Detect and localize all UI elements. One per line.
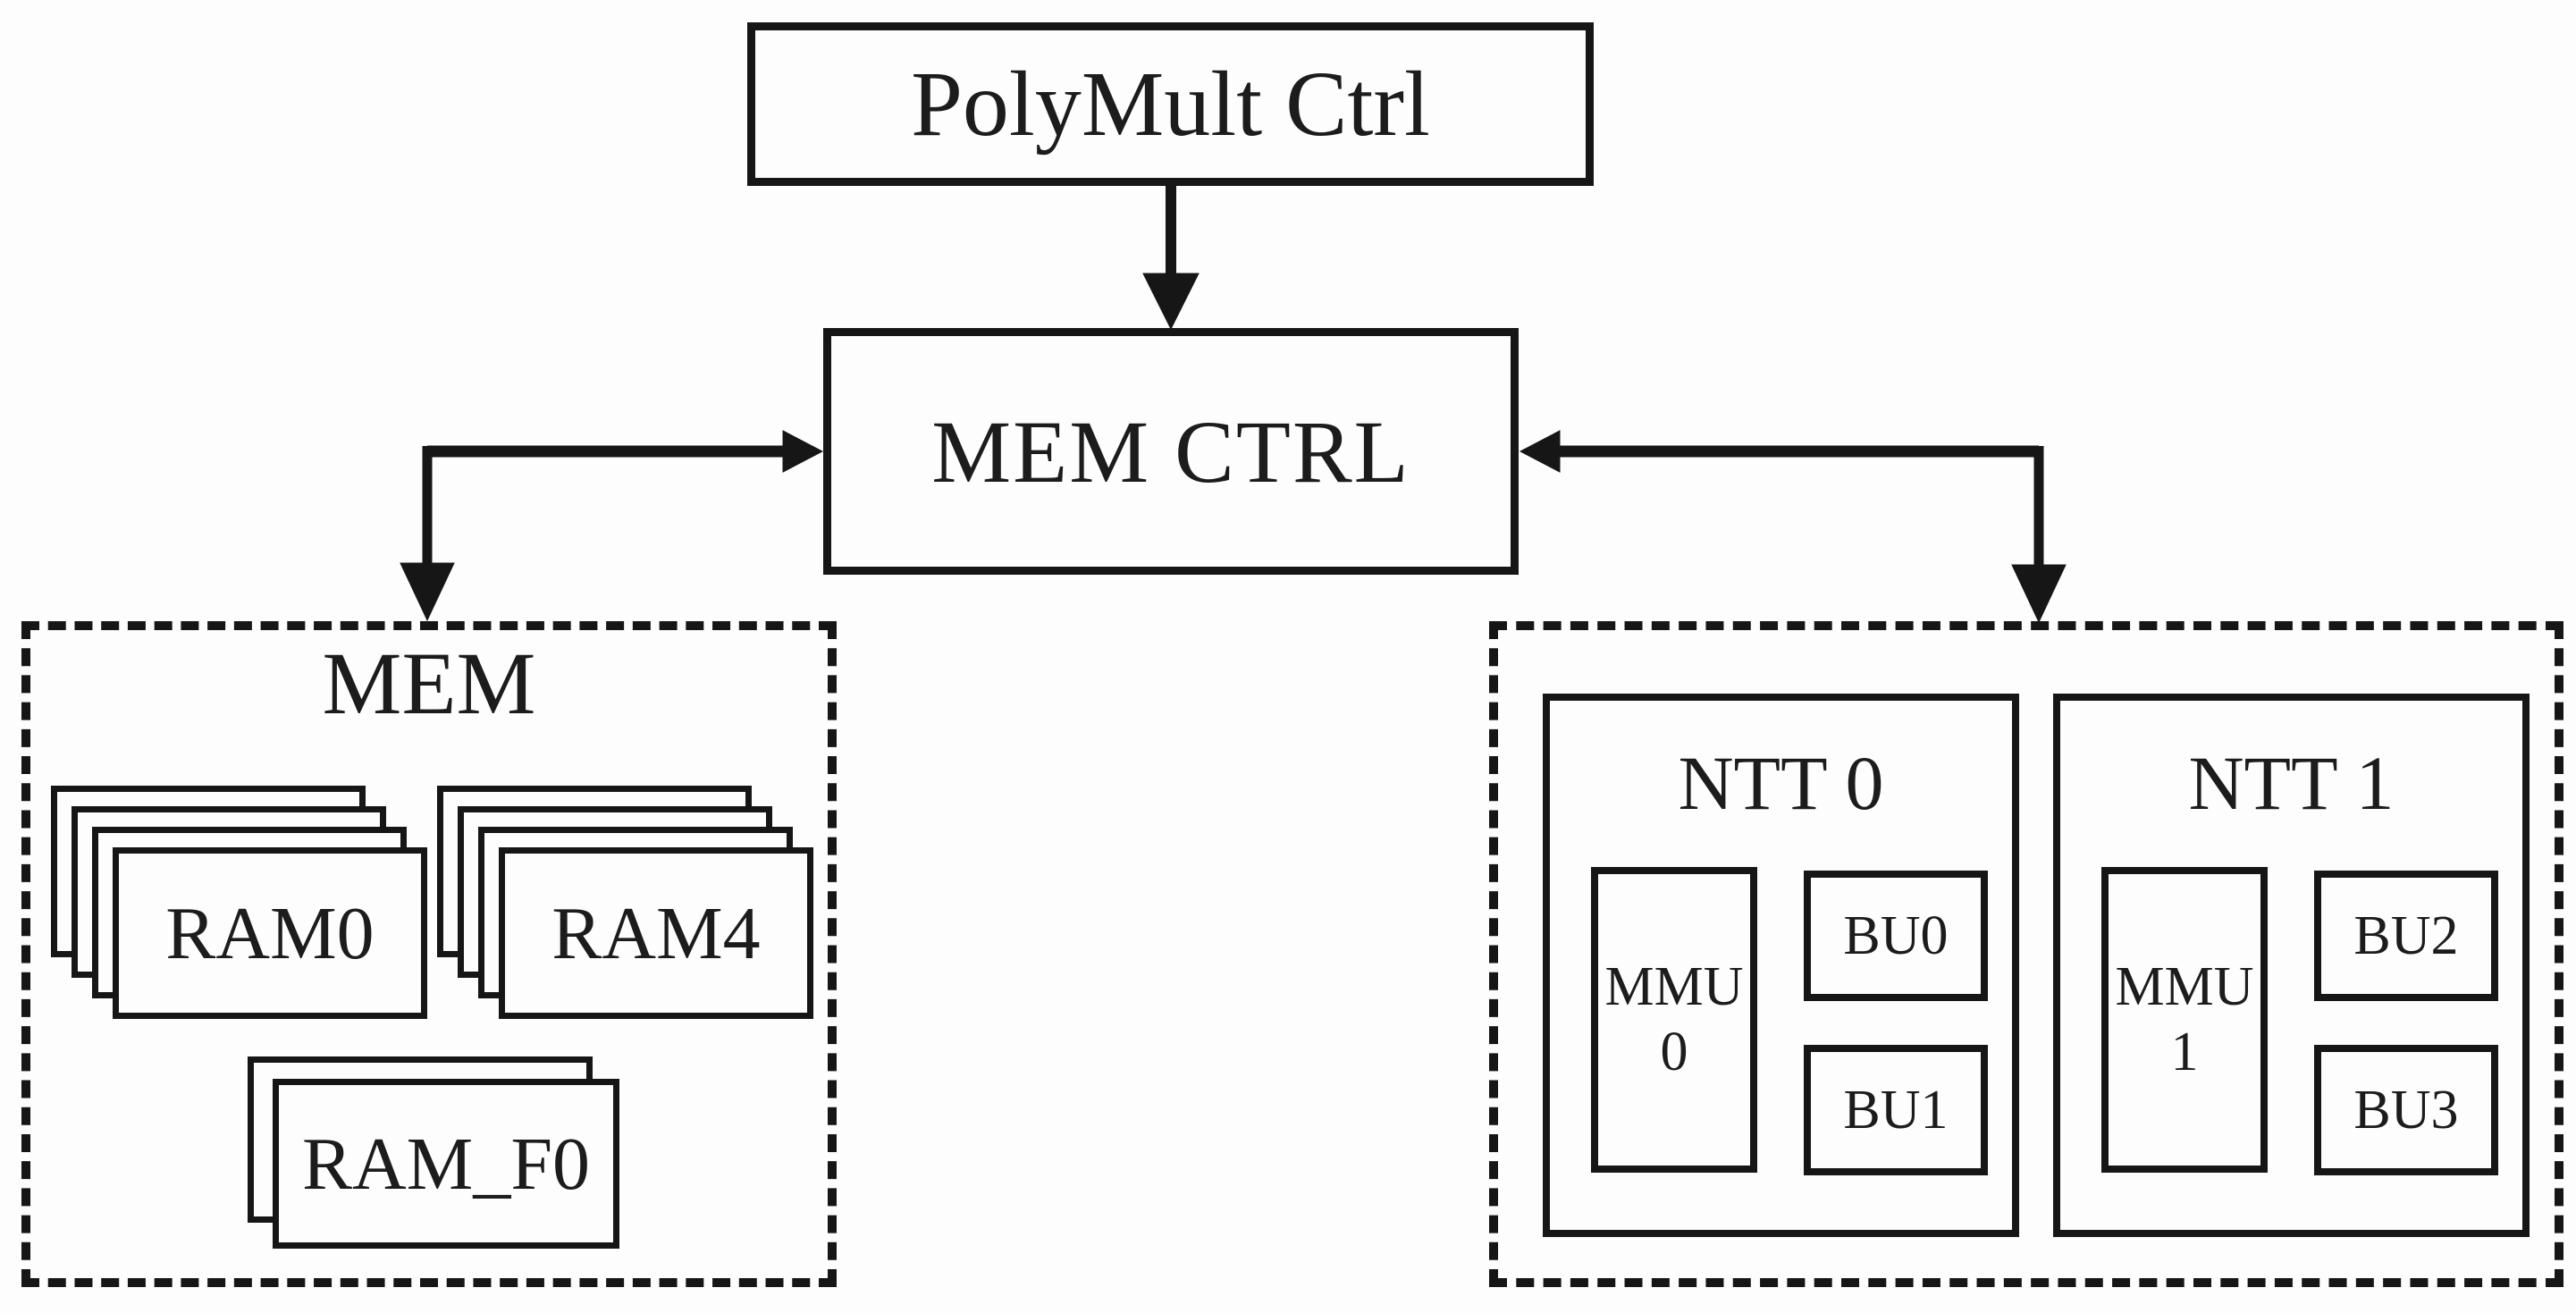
bu2-box: BU2 [2314,871,2498,1001]
bu3-label: BU3 [2353,1079,2459,1140]
bu0-box: BU0 [1804,871,1988,1001]
mem-group-box [21,621,837,1287]
bu1-label: BU1 [1843,1079,1949,1140]
arrowhead-into-memctrl-right [1519,430,1561,473]
arrowhead-into-ntt-group [2011,564,2067,624]
mmu0-label-line2: 0 [1660,1022,1688,1082]
mem-ctrl-label: MEM CTRL [931,401,1410,501]
ram-f0-card: RAM_F0 [273,1079,619,1249]
ram-f0-label: RAM_F0 [301,1122,591,1206]
ntt1-inner: NTT 1 MMU 1 BU2 BU3 [2060,701,2522,1230]
arrow-polymult-to-memctrl-head [1142,273,1200,331]
arrowhead-into-mem-group [400,562,455,622]
ram0-stack: RAM0 [51,786,428,1020]
mmu1-label-line1: MMU [2115,955,2254,1017]
mmu1-box: MMU 1 [2101,867,2268,1173]
bu1-box: BU1 [1804,1045,1988,1175]
mmu0-label-line1: MMU [1604,955,1744,1017]
ram-f0-stack: RAM_F0 [248,1056,620,1250]
mem-ctrl-box: MEM CTRL [823,328,1519,575]
mmu1-label-line2: 1 [2170,1022,2199,1082]
ntt0-box: NTT 0 MMU 0 BU0 BU1 [1543,694,2019,1237]
polymult-ctrl-box: PolyMult Ctrl [747,22,1594,186]
bu3-box: BU3 [2314,1045,2498,1175]
ntt0-inner: NTT 0 MMU 0 BU0 BU1 [1550,701,2012,1230]
ram0-card: RAM0 [113,847,427,1019]
ntt-group-box [1489,621,2563,1287]
polymult-ctrl-label: PolyMult Ctrl [911,53,1430,156]
ram4-stack: RAM4 [437,786,814,1020]
bu0-label: BU0 [1843,905,1949,966]
bu2-label: BU2 [2353,905,2459,966]
arrowhead-into-memctrl-left [782,430,824,473]
ntt0-title: NTT 0 [1678,740,1884,826]
ram4-card: RAM4 [499,847,813,1019]
ntt1-title: NTT 1 [2188,740,2395,826]
mem-group-title: MEM [322,634,536,733]
mmu0-box: MMU 0 [1591,867,1757,1173]
ram4-label: RAM4 [551,891,761,975]
ntt1-box: NTT 1 MMU 1 BU2 BU3 [2053,694,2530,1237]
ram0-label: RAM0 [165,891,375,975]
